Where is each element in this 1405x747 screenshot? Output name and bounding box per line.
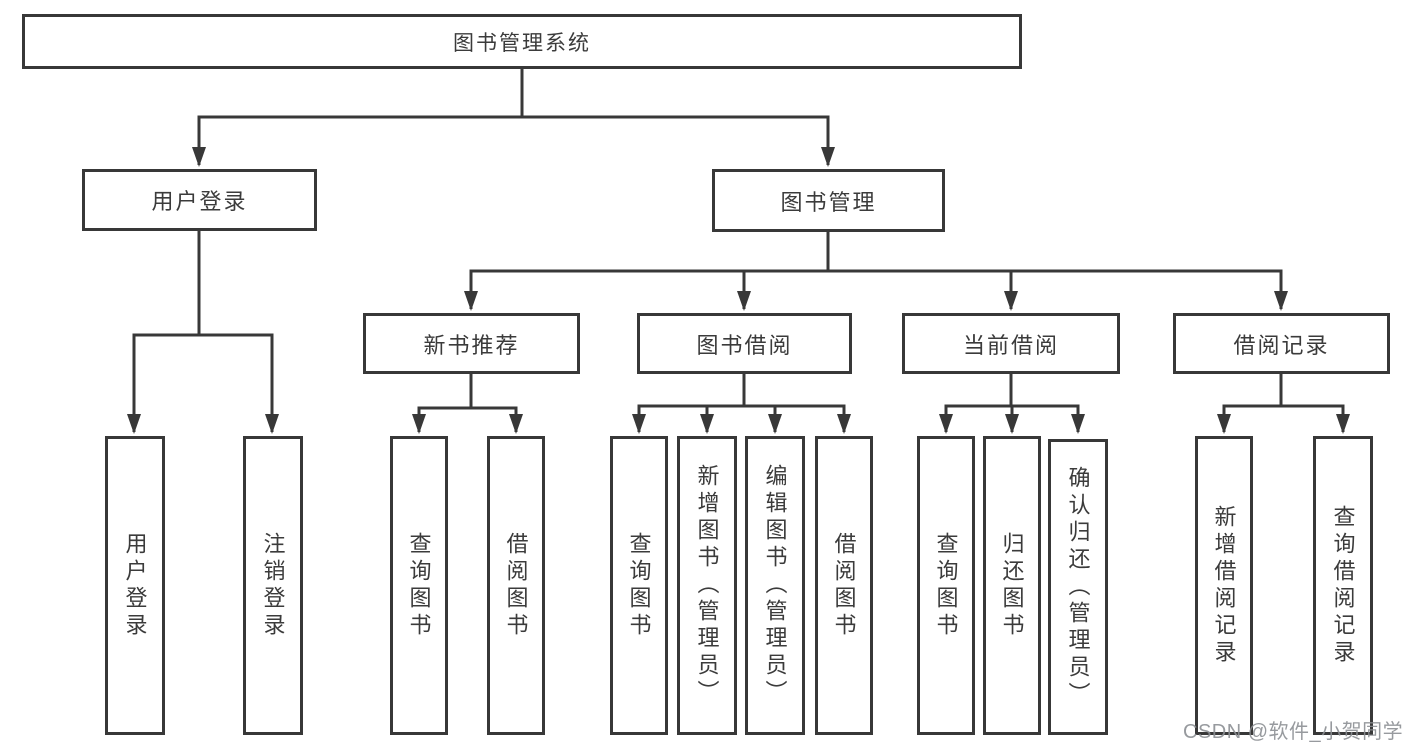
leaf-user-login: 用户登录 bbox=[105, 436, 165, 735]
connector-skeleton bbox=[132, 67, 1345, 410]
leaf-borrowing-query-books: 查询图书 bbox=[610, 436, 668, 735]
leaf-current-query-books: 查询图书 bbox=[917, 436, 975, 735]
leaf-add-book-admin-label: 新增图书（管理员） bbox=[694, 464, 720, 707]
node-new-book-recommend: 新书推荐 bbox=[363, 313, 580, 374]
node-book-management-branch: 图书管理 bbox=[712, 169, 945, 232]
leaf-query-borrow-record: 查询借阅记录 bbox=[1313, 436, 1373, 735]
leaf-recommend-query-books-label: 查询图书 bbox=[406, 531, 432, 640]
arrows-level2 bbox=[192, 117, 835, 167]
node-book-management-label: 图书管理 bbox=[780, 189, 877, 215]
leaf-recommend-borrow-books: 借阅图书 bbox=[487, 436, 545, 735]
arrows-level3 bbox=[464, 271, 1288, 311]
leaf-edit-book-admin-label: 编辑图书（管理员） bbox=[762, 464, 788, 707]
node-book-borrowing-label: 图书借阅 bbox=[696, 332, 793, 358]
arrows-leaves bbox=[127, 335, 1350, 434]
leaf-return-books: 归还图书 bbox=[983, 436, 1041, 735]
leaf-edit-book-admin: 编辑图书（管理员） bbox=[745, 436, 805, 735]
leaf-confirm-return-admin: 确认归还（管理员） bbox=[1048, 439, 1108, 735]
leaf-borrowing-query-books-label: 查询图书 bbox=[626, 531, 652, 640]
csdn-watermark: CSDN @软件_小贺同学 bbox=[1183, 721, 1404, 743]
node-borrowing-records-label: 借阅记录 bbox=[1233, 332, 1330, 358]
node-root-system: 图书管理系统 bbox=[22, 14, 1022, 69]
node-current-borrowing: 当前借阅 bbox=[902, 313, 1120, 374]
leaf-add-book-admin: 新增图书（管理员） bbox=[677, 436, 737, 735]
leaf-query-borrow-record-label: 查询借阅记录 bbox=[1330, 504, 1356, 667]
leaf-user-login-label: 用户登录 bbox=[122, 531, 148, 640]
leaf-logout-label: 注销登录 bbox=[260, 531, 286, 640]
leaf-return-books-label: 归还图书 bbox=[999, 531, 1025, 640]
leaf-borrowing-borrow-books: 借阅图书 bbox=[815, 436, 873, 735]
leaf-recommend-query-books: 查询图书 bbox=[390, 436, 448, 735]
node-borrowing-records: 借阅记录 bbox=[1173, 313, 1390, 374]
leaf-add-borrow-record: 新增借阅记录 bbox=[1195, 436, 1253, 735]
leaf-current-query-books-label: 查询图书 bbox=[933, 531, 959, 640]
leaf-borrowing-borrow-books-label: 借阅图书 bbox=[831, 531, 857, 640]
node-root-label: 图书管理系统 bbox=[453, 31, 591, 55]
node-user-login-label: 用户登录 bbox=[151, 189, 248, 214]
node-new-book-recommend-label: 新书推荐 bbox=[423, 332, 520, 358]
leaf-confirm-return-admin-label: 确认归还（管理员） bbox=[1065, 465, 1091, 709]
leaf-logout: 注销登录 bbox=[243, 436, 303, 735]
leaf-add-borrow-record-label: 新增借阅记录 bbox=[1211, 504, 1237, 667]
leaf-recommend-borrow-books-label: 借阅图书 bbox=[503, 531, 529, 640]
node-current-borrowing-label: 当前借阅 bbox=[962, 332, 1059, 358]
node-book-borrowing: 图书借阅 bbox=[637, 313, 852, 374]
node-user-login-branch: 用户登录 bbox=[82, 169, 317, 231]
